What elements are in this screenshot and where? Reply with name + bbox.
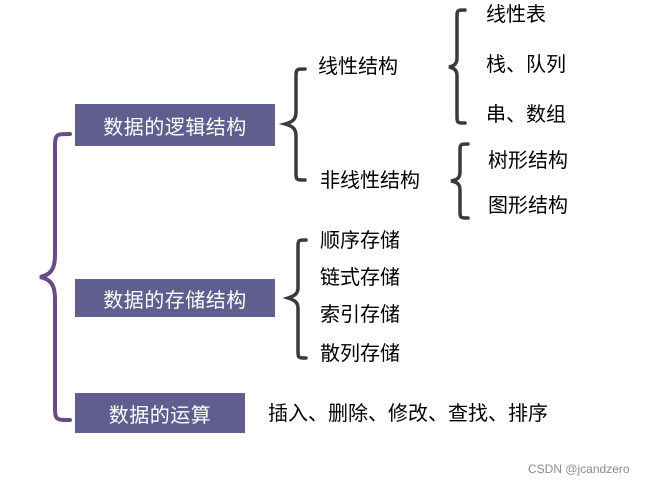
graph-structure-label: 图形结构 [488,193,568,217]
watermark: CSDN @jcandzero [528,462,630,476]
logical-structure-box: 数据的逻辑结构 [75,104,275,146]
hashed-storage-label: 散列存储 [320,341,400,365]
logical-structure-brace [278,67,307,182]
storage-structure-label: 数据的存储结构 [103,287,247,312]
nonlinear-structure-label: 非线性结构 [320,168,420,192]
nonlinear-structure-brace [450,142,470,220]
logical-structure-label: 数据的逻辑结构 [103,114,247,139]
indexed-storage-label: 索引存储 [320,302,400,326]
operations-box: 数据的运算 [75,393,245,433]
tree-structure-label: 树形结构 [488,148,568,172]
linear-structure-brace [448,8,467,125]
string-array-label: 串、数组 [486,102,566,126]
linear-list-label: 线性表 [486,2,546,26]
linear-structure-label: 线性结构 [318,54,398,78]
operations-detail: 插入、删除、修改、查找、排序 [268,401,548,425]
stack-queue-label: 栈、队列 [486,52,566,76]
linked-storage-label: 链式存储 [320,265,400,289]
sequential-storage-label: 顺序存储 [320,228,400,252]
storage-structure-box: 数据的存储结构 [75,279,275,317]
storage-structure-brace [282,238,308,360]
operations-label: 数据的运算 [108,402,212,427]
root-brace [39,132,72,422]
